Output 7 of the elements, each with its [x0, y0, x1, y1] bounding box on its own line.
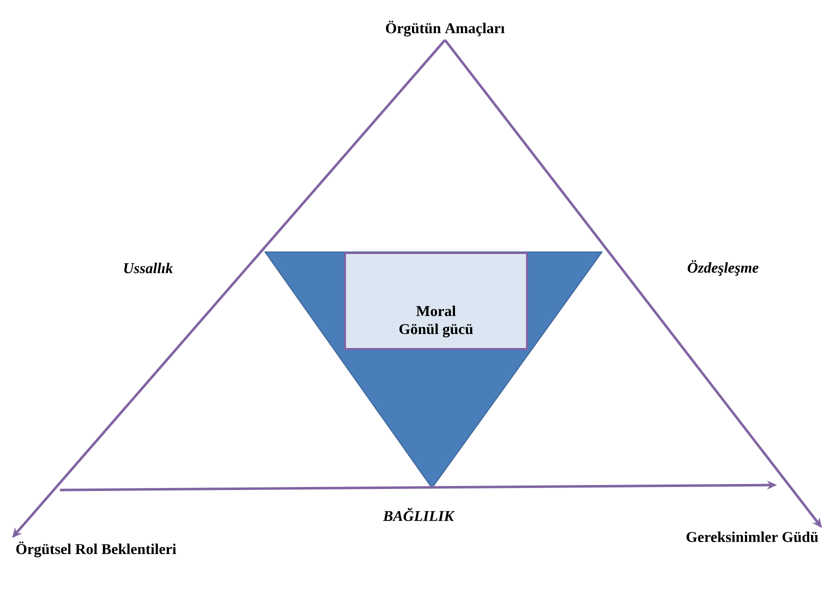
needs-label: Gereksinimler Güdü: [686, 532, 818, 542]
goal-label: Örgütün Amaçları: [386, 20, 505, 36]
morale-box: Moral Gönül gücü: [344, 252, 528, 350]
edge-label: BAĞLILIK: [382, 506, 455, 522]
side-label: Ussallık: [124, 262, 173, 274]
role-label: Örgütsel Rol Beklentileri: [16, 542, 176, 558]
side-label: Özdeşleşme: [688, 260, 758, 276]
